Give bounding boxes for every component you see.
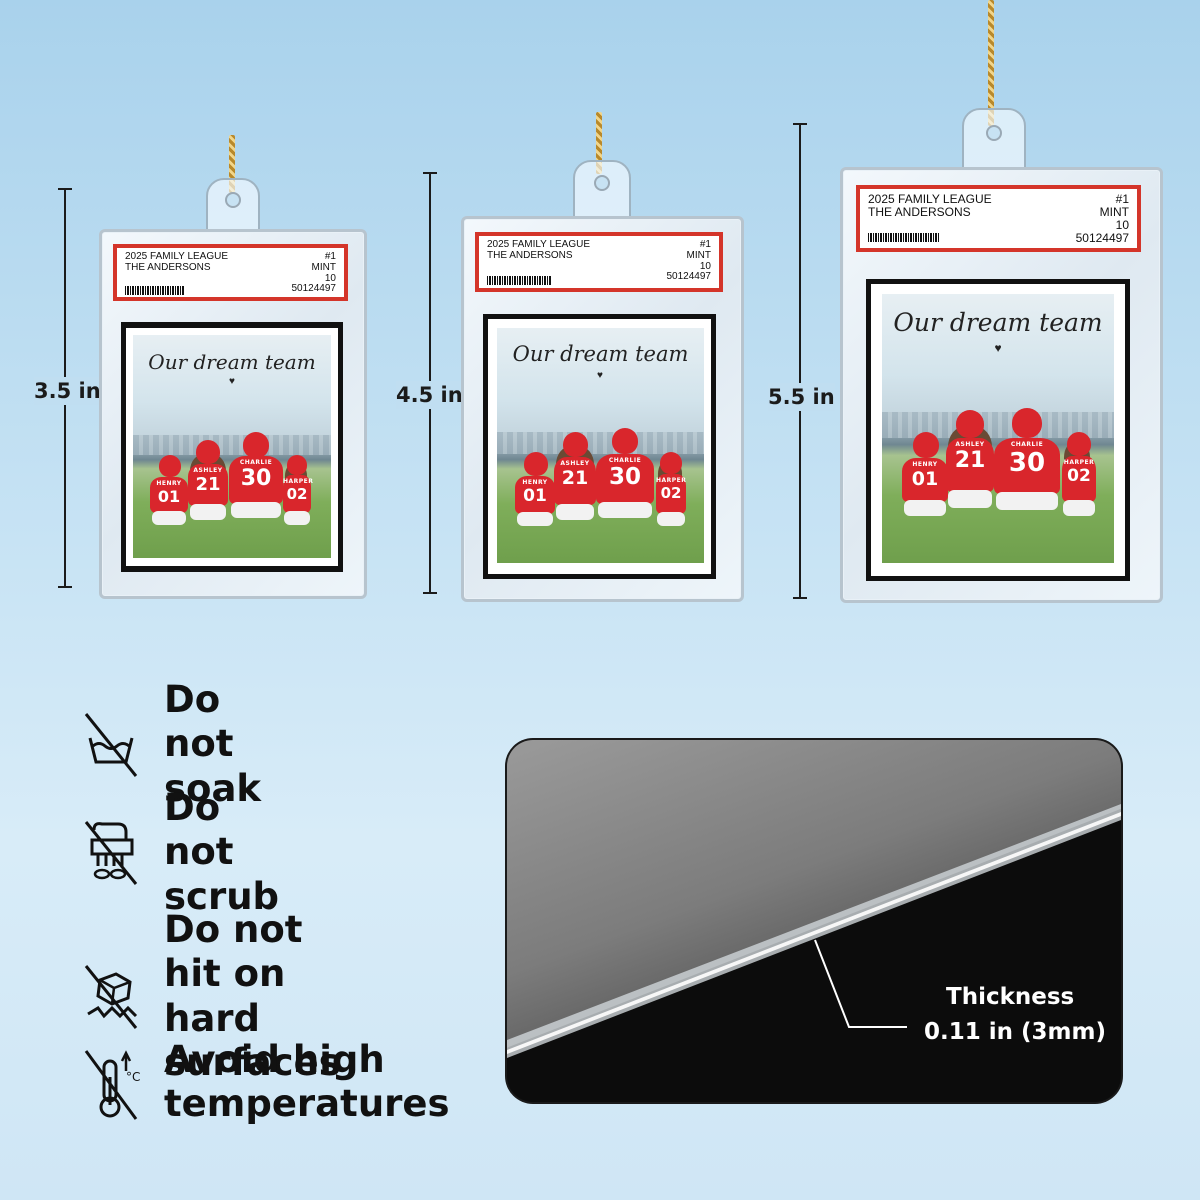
player-number: 01 (911, 468, 939, 490)
player-number: 30 (240, 466, 272, 491)
care-item-no-soak: Do not soak (82, 678, 261, 811)
heart-icon: ♥ (229, 376, 235, 387)
thickness-photo (507, 740, 1121, 1102)
label-league: 2025 FAMILY LEAGUE (487, 239, 591, 250)
player-name: CHARLIE (239, 459, 273, 466)
dimension-line-large (793, 123, 807, 599)
care-item-no-hit: Do not hit on hard surfaces (82, 908, 341, 1086)
label-number: #1 (1115, 192, 1129, 206)
player-number: 01 (157, 487, 181, 506)
hanging-tab (573, 160, 631, 222)
player-name: ASHLEY (560, 460, 590, 467)
label-number: #1 (324, 251, 336, 262)
care-text: Do not hit on hard surfaces (164, 908, 341, 1085)
player-number: 21 (954, 448, 986, 473)
player-number: 01 (523, 486, 547, 506)
label-serial: 50124497 (291, 283, 337, 295)
label-serial: 50124497 (1075, 230, 1129, 245)
photo-caption: Our dream team (148, 350, 316, 374)
player-number: 30 (608, 464, 641, 490)
thickness-title: Thickness (946, 984, 1075, 1010)
player-number: 02 (286, 485, 308, 503)
label-serial: 50124497 (666, 271, 712, 283)
no-heat-icon: °C (82, 1047, 140, 1121)
player-number: 02 (660, 484, 682, 502)
label-number: #1 (699, 239, 711, 250)
care-item-no-scrub: Do not scrub (82, 786, 279, 919)
player-number: 30 (1008, 448, 1046, 478)
label-team: THE ANDERSONS (868, 204, 971, 219)
player-name: HENRY (156, 480, 182, 487)
player-name: HARPER (656, 477, 687, 484)
player-name: HARPER (1063, 459, 1095, 466)
stadium-scene (882, 294, 1114, 563)
dimension-label-medium: 4.5 in (396, 381, 463, 409)
label-league: 2025 FAMILY LEAGUE (868, 192, 992, 206)
label-team: THE ANDERSONS (125, 261, 211, 273)
heart-icon: ♥ (597, 370, 603, 381)
photo-caption: Our dream team (512, 342, 689, 366)
player-name: ASHLEY (193, 467, 223, 474)
player-name: CHARLIE (1010, 441, 1044, 448)
heart-icon: ♥ (994, 341, 1002, 355)
label-team: THE ANDERSONS (487, 249, 573, 261)
player-name: HARPER (283, 478, 314, 485)
label-grade-text: MINT (311, 261, 336, 273)
hanging-string (596, 112, 602, 174)
care-text: Avoid high temperatures (164, 1038, 450, 1126)
no-soak-icon (82, 710, 140, 780)
barcode (125, 286, 185, 295)
thickness-value: 0.11 in (3mm) (924, 1019, 1106, 1045)
barcode (868, 233, 940, 242)
dimension-label-large: 5.5 in (768, 383, 835, 411)
hanging-string (988, 0, 994, 126)
player-name: HENRY (522, 479, 548, 486)
care-text: Do not soak (164, 678, 262, 810)
label-grade-text: MINT (1099, 204, 1129, 219)
label-league: 2025 FAMILY LEAGUE (125, 251, 229, 262)
player-name: CHARLIE (608, 457, 642, 464)
care-item-no-heat: °C Avoid high temperatures (82, 1038, 450, 1127)
svg-text:°C: °C (126, 1070, 140, 1084)
acrylic-edge (507, 804, 1121, 1058)
player-number: 21 (195, 474, 221, 495)
photo-caption: Our dream team (893, 308, 1103, 337)
player-number: 21 (561, 467, 589, 489)
label-grade: 10 (699, 260, 711, 272)
no-scrub-icon (82, 818, 140, 888)
label-grade-text: MINT (686, 249, 711, 261)
player-number: 02 (1067, 466, 1091, 486)
barcode (487, 276, 551, 285)
hanging-string (229, 135, 235, 193)
player-name: ASHLEY (955, 441, 985, 448)
player-name: HENRY (912, 461, 938, 468)
care-text: Do not scrub (164, 786, 280, 918)
label-grade: 10 (1115, 217, 1129, 232)
label-grade: 10 (324, 272, 336, 284)
no-hit-icon (82, 962, 140, 1032)
dimension-label-small: 3.5 in (34, 377, 101, 405)
